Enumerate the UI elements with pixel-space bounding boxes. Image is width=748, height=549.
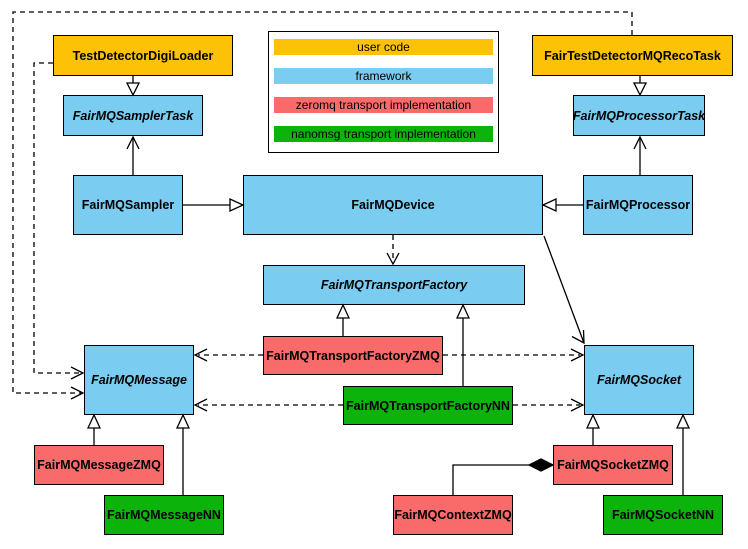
node-fairmqsocketzmq: FairMQSocketZMQ	[553, 445, 673, 485]
node-fairmqcontextzmq: FairMQContextZMQ	[393, 495, 513, 535]
edge-socketzmq-socket-generalization	[585, 413, 601, 445]
edge-factoryzmq-transportfactory-generalization	[335, 303, 351, 336]
node-fairtestdetectormqrecotask: FairTestDetectorMQRecoTask	[532, 35, 733, 76]
edge-factorynn-message-dependency	[193, 398, 343, 412]
node-fairmqprocessor: FairMQProcessor	[583, 175, 693, 235]
node-fairmqsamplertask: FairMQSamplerTask	[63, 95, 203, 136]
edge-sampler-device-generalization	[183, 197, 245, 213]
node-fairmqdevice: FairMQDevice	[243, 175, 543, 235]
legend-item-nanomsg: nanomsg transport implementation	[274, 126, 493, 142]
node-fairmqmessage: FairMQMessage	[84, 345, 194, 415]
node-fairmqtransportfactorynn: FairMQTransportFactoryNN	[343, 386, 513, 425]
edge-sampler-samplertask-arrow	[126, 135, 140, 175]
edge-contextzmq-socketzmq-composition	[452, 458, 555, 495]
edge-factoryzmq-socket-dependency	[443, 348, 585, 362]
edge-processor-device-generalization	[541, 197, 583, 213]
legend-item-user-code: user code	[274, 39, 493, 55]
legend-box: user code framework zeromq transport imp…	[268, 31, 499, 153]
node-fairmqsocketnn: FairMQSocketNN	[603, 495, 723, 535]
node-testdetectordigiloader: TestDetectorDigiLoader	[53, 35, 233, 76]
edge-device-transportfactory-dependency	[386, 235, 400, 266]
edge-factoryzmq-message-dependency	[193, 348, 263, 362]
edge-digiloader-samplertask-generalization	[125, 76, 141, 97]
node-fairmqtransportfactory: FairMQTransportFactory	[263, 265, 525, 305]
edge-messagenn-message-generalization	[175, 413, 191, 495]
edge-factorynn-transportfactory-generalization	[455, 303, 471, 386]
edge-socketnn-socket-generalization	[675, 413, 691, 495]
edge-factorynn-socket-dependency	[513, 398, 585, 412]
edge-messagezmq-message-generalization	[86, 413, 102, 445]
node-fairmqmessagenn: FairMQMessageNN	[104, 495, 224, 535]
node-fairmqsocket: FairMQSocket	[584, 345, 694, 415]
node-fairmqtransportfactoryzmq: FairMQTransportFactoryZMQ	[263, 336, 443, 375]
edge-device-socket-arrow	[543, 235, 585, 345]
node-fairmqprocessortask: FairMQProcessorTask	[573, 95, 705, 136]
legend-item-framework: framework	[274, 68, 493, 84]
node-fairmqmessagezmq: FairMQMessageZMQ	[34, 445, 164, 485]
legend-item-zeromq: zeromq transport implementation	[274, 97, 493, 113]
node-fairmqsampler: FairMQSampler	[73, 175, 183, 235]
edge-recotask-processortask-generalization	[632, 76, 648, 97]
edge-processor-processortask-arrow	[633, 135, 647, 175]
